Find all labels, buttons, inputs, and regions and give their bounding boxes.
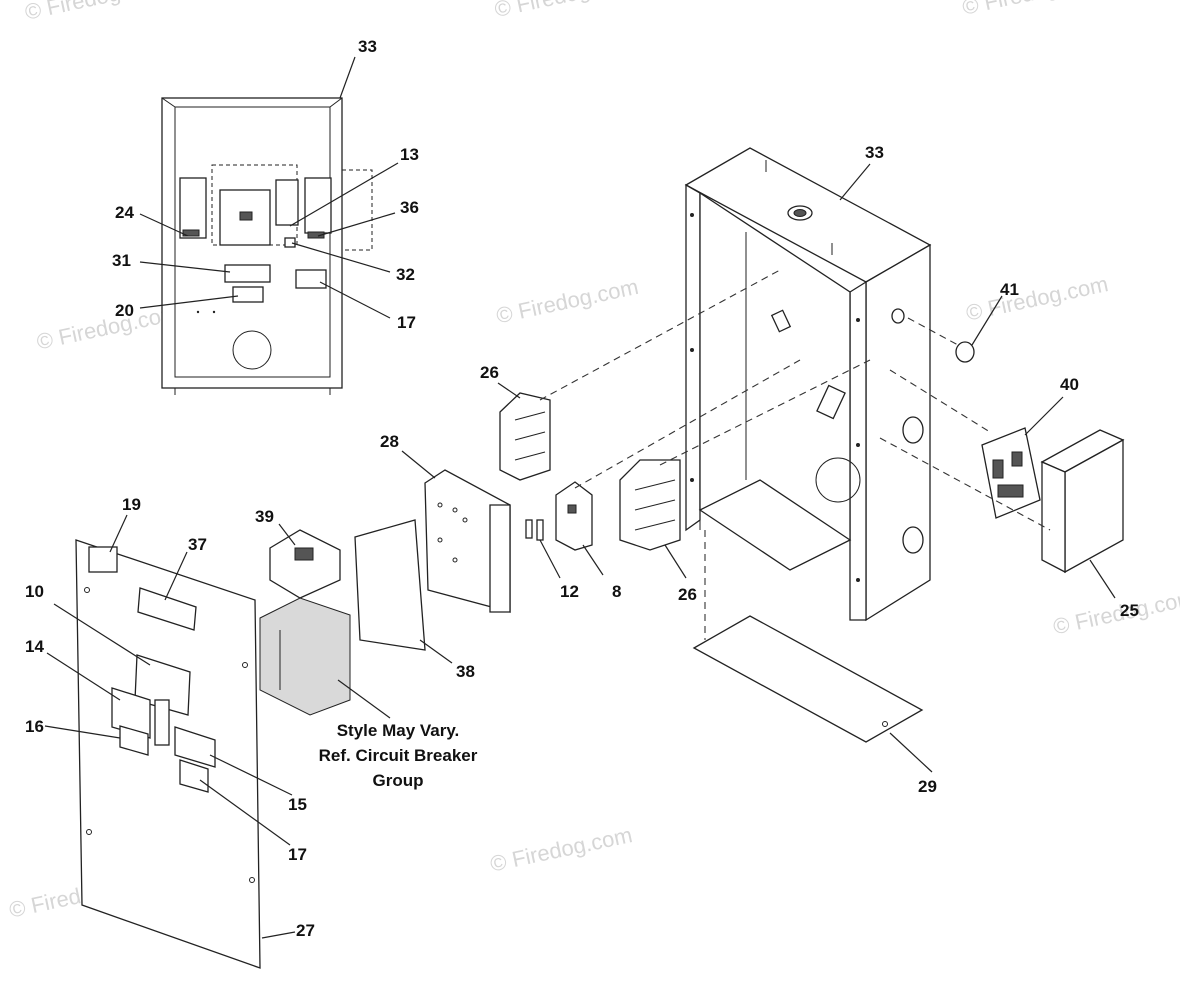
callout-25: 25 bbox=[1120, 601, 1139, 620]
assembly-lines bbox=[539, 269, 1051, 640]
callout-16: 16 bbox=[25, 717, 44, 736]
callout-15: 15 bbox=[288, 795, 307, 814]
note-line-3: Group bbox=[373, 771, 424, 790]
note-line-2: Ref. Circuit Breaker bbox=[319, 746, 478, 765]
callout-26-lower: 26 bbox=[678, 585, 697, 604]
callout-28: 28 bbox=[380, 432, 399, 451]
insulator-sheet bbox=[354, 519, 426, 651]
style-note: Style May Vary. Ref. Circuit Breaker Gro… bbox=[319, 721, 478, 790]
callout-29: 29 bbox=[918, 777, 937, 796]
callout-39: 39 bbox=[255, 507, 274, 526]
terminal-block bbox=[269, 529, 341, 599]
callout-10: 10 bbox=[25, 582, 44, 601]
fuse-holder bbox=[555, 481, 593, 551]
assembled-panel bbox=[161, 97, 373, 395]
watermark-8: © Firedog.com bbox=[1051, 585, 1180, 640]
circuit-breaker bbox=[259, 597, 351, 716]
fuses bbox=[525, 519, 544, 541]
grommet bbox=[955, 341, 975, 363]
mounting-bracket bbox=[424, 469, 511, 613]
cover-box bbox=[1040, 429, 1125, 574]
watermark-1: © Firedog.com bbox=[23, 0, 170, 25]
callout-12: 12 bbox=[560, 582, 579, 601]
callout-20: 20 bbox=[115, 301, 134, 320]
watermark-4: © Firedog.com bbox=[34, 300, 181, 355]
callout-33-panel: 33 bbox=[358, 37, 377, 56]
callout-36: 36 bbox=[400, 198, 419, 217]
watermark-5: © Firedog.com bbox=[494, 274, 641, 329]
callout-13: 13 bbox=[400, 145, 419, 164]
watermark-2: © Firedog.com bbox=[492, 0, 639, 22]
callout-8: 8 bbox=[612, 582, 621, 601]
enclosure bbox=[684, 147, 932, 622]
callout-24: 24 bbox=[115, 203, 134, 222]
watermark-10: © Firedog.com bbox=[488, 822, 635, 877]
watermark-3: © Firedog.com bbox=[960, 0, 1107, 20]
bottom-plate bbox=[692, 615, 924, 743]
callout-14: 14 bbox=[25, 637, 44, 656]
callout-17-front: 17 bbox=[288, 845, 307, 864]
callout-19: 19 bbox=[122, 495, 141, 514]
control-module bbox=[981, 427, 1041, 519]
leader-lines bbox=[44, 56, 1116, 939]
front-panel bbox=[75, 539, 261, 969]
callout-37: 37 bbox=[188, 535, 207, 554]
callouts: 33 13 24 36 31 32 20 17 33 41 40 26 28 8… bbox=[25, 37, 1139, 940]
callout-40: 40 bbox=[1060, 375, 1079, 394]
breaker-block-lower bbox=[619, 459, 681, 551]
callout-17-panel: 17 bbox=[397, 313, 416, 332]
callout-41: 41 bbox=[1000, 280, 1019, 299]
callout-31: 31 bbox=[112, 251, 131, 270]
callout-26-upper: 26 bbox=[480, 363, 499, 382]
callout-27: 27 bbox=[296, 921, 315, 940]
watermark-6: © Firedog.com bbox=[964, 271, 1111, 326]
callout-38: 38 bbox=[456, 662, 475, 681]
callout-32: 32 bbox=[396, 265, 415, 284]
callout-33-enclosure: 33 bbox=[865, 143, 884, 162]
breaker-block-upper bbox=[499, 392, 551, 481]
note-line-1: Style May Vary. bbox=[337, 721, 460, 740]
